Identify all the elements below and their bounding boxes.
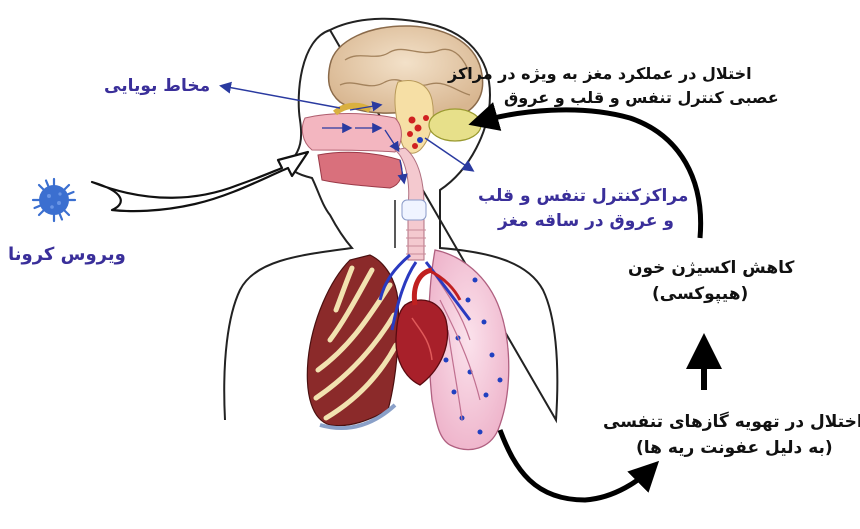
brainstem-centres-label-line2: و عروق در ساقه مغز — [498, 211, 674, 232]
olfactory-mucosa-label: مخاط بویایی — [104, 76, 210, 97]
brainstem-centres-label-line1: مراکزکنترل تنفس و قلب — [478, 186, 688, 207]
brain-dysfunction-label-line1: اختلال در عملکرد مغز به ویژه در مراکز — [448, 64, 752, 84]
hypoxia-label-line1: کاهش اکسیژن خون — [628, 258, 794, 279]
ventilation-disorder-label-line1: اختلال در تهویه گازهای تنفسی — [603, 412, 860, 433]
cerebellum — [429, 109, 481, 141]
mucus-pointer — [222, 86, 340, 108]
oral-cavity — [318, 152, 402, 188]
hypoxia-label-line2: (هیپوکسی) — [652, 284, 748, 305]
coronavirus-icon — [33, 179, 75, 221]
ventilation-disorder-label-line2: (به دلیل عفونت ریه ها) — [636, 438, 833, 459]
coronavirus-label: ویروس کرونا — [8, 244, 126, 267]
infection-arrow — [92, 152, 308, 211]
brain-dysfunction-label-line2: عصبی کنترل تنفس و قلب و عروق — [504, 88, 779, 108]
larynx — [402, 200, 426, 220]
ventilation-to-lungs-arrow — [500, 430, 652, 500]
